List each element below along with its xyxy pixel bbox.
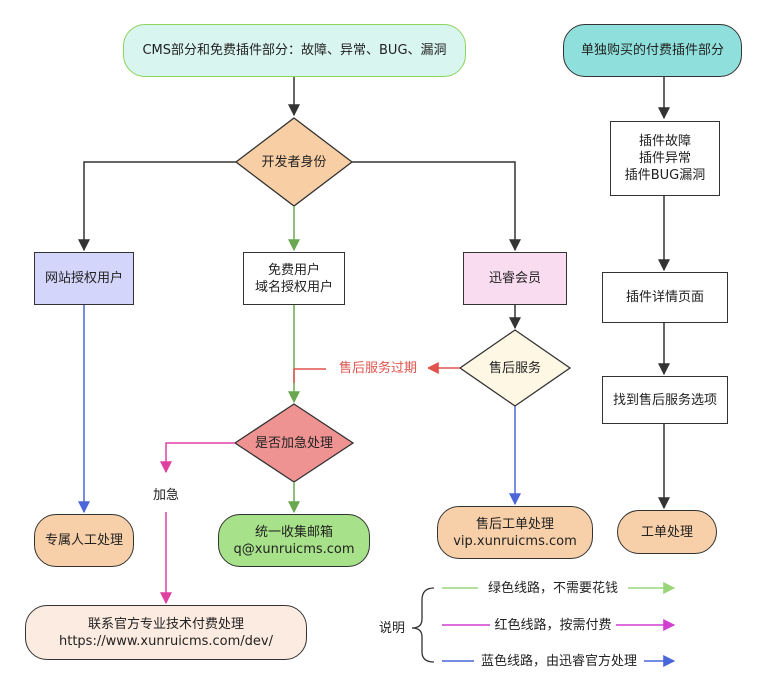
mailbox-node: 统一收集邮箱 q@xunruicms.com [218, 514, 370, 567]
edge-identity-to-website [78, 161, 236, 252]
cms-free-node: CMS部分和免费插件部分：故障、异常、BUG、漏洞 [123, 24, 466, 77]
legend-title: 说明 [378, 621, 405, 636]
free-user-label: 免费用户 [267, 262, 320, 278]
plugin-bug-label: 插件BUG漏洞 [624, 168, 706, 183]
legend-brace [411, 587, 435, 663]
xunrui-member-label: 迅睿会员 [488, 271, 541, 286]
official-label: 联系官方专业技术付费处理 [87, 616, 244, 632]
is-urgent-label: 是否加急处理 [254, 436, 333, 451]
plugin-detail-label: 插件详情页面 [625, 290, 704, 305]
plugin-fault-label: 插件故障 [638, 134, 691, 149]
paid-plugin-node: 单独购买的付费插件部分 [563, 24, 742, 77]
legend-green-label: 绿色线路，不需要花钱 [478, 580, 628, 597]
after-sales-expired-label: 售后服务过期 [328, 360, 428, 377]
work-order-label: 工单处理 [640, 524, 693, 540]
legend-red-label: 红色线路，按需付费 [490, 617, 616, 634]
find-after-sales-node: 找到售后服务选项 [602, 376, 728, 424]
dedicated-support-label: 专属人工处理 [44, 533, 123, 548]
official-node: 联系官方专业技术付费处理 https://www.xunruicms.com/d… [25, 605, 307, 660]
mailbox-email: q@xunruicms.com [233, 541, 355, 557]
edge-expired-to-urgent [293, 368, 326, 383]
plugin-detail-node: 插件详情页面 [602, 272, 728, 323]
paid-plugin-label: 单独购买的付费插件部分 [580, 43, 724, 58]
after-sales-label: 售后服务 [488, 361, 541, 376]
cms-free-label: CMS部分和免费插件部分：故障、异常、BUG、漏洞 [142, 43, 447, 58]
plugin-issues-node: 插件故障 插件异常 插件BUG漏洞 [610, 121, 720, 196]
edge-identity-to-member [352, 161, 521, 252]
urgent-label: 加急 [136, 487, 196, 504]
official-url: https://www.xunruicms.com/dev/ [59, 633, 273, 649]
ticket-node: 售后工单处理 vip.xunruicms.com [437, 506, 593, 559]
edge-urgent-to-jiaji [160, 442, 235, 474]
domain-licensed-label: 域名授权用户 [254, 279, 333, 295]
website-licensed-label: 网站授权用户 [44, 271, 123, 286]
ticket-label: 售后工单处理 [475, 516, 554, 532]
find-after-sales-label: 找到售后服务选项 [612, 392, 717, 408]
developer-identity-label: 开发者身份 [261, 155, 327, 170]
free-user-node: 免费用户 域名授权用户 [243, 252, 345, 305]
plugin-exception-label: 插件异常 [638, 151, 691, 166]
dedicated-support-node: 专属人工处理 [34, 514, 134, 567]
mailbox-label: 统一收集邮箱 [254, 524, 333, 540]
legend-blue-label: 蓝色线路，由迅睿官方处理 [474, 653, 644, 670]
work-order-node: 工单处理 [617, 510, 717, 554]
xunrui-member-node: 迅睿会员 [463, 252, 567, 305]
ticket-url: vip.xunruicms.com [453, 533, 577, 549]
website-licensed-node: 网站授权用户 [34, 252, 134, 305]
